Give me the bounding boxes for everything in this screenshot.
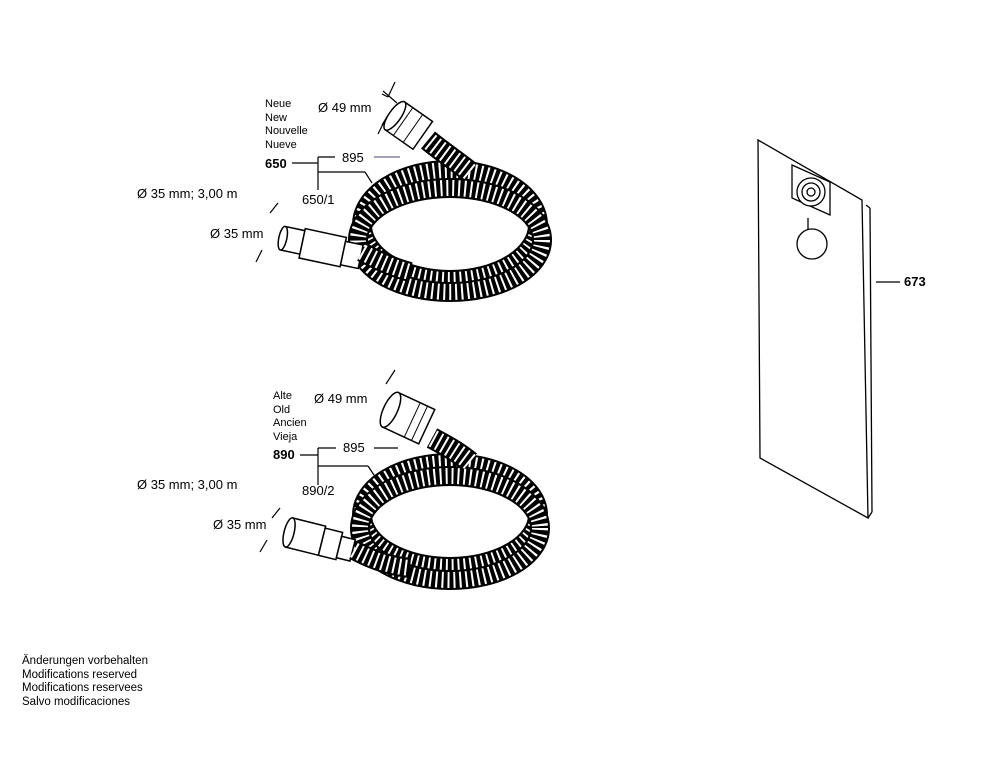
diameter-end-label: Ø 49 mm [318, 100, 372, 115]
part-number-650-1: 650/1 [302, 192, 335, 207]
lang-label-line: Nouvelle [265, 125, 308, 137]
callouts-650 [255, 81, 400, 263]
diameter-length-label: Ø 35 mm; 3,00 m [137, 477, 238, 492]
lang-label-line: Ancien [273, 417, 307, 429]
modifications-note: Änderungen vorbehalten Modifications res… [22, 655, 148, 709]
lang-label-old: Alte Old Ancien Vieja [273, 390, 307, 444]
footer-line: Änderungen vorbehalten [22, 655, 148, 667]
part-number-673: 673 [904, 274, 926, 289]
footer-line: Salvo modificaciones [22, 695, 131, 708]
diameter-start-label: Ø 35 mm [213, 517, 267, 532]
part-number-895-top: 895 [342, 150, 364, 165]
hose-650-icon [277, 100, 552, 302]
diameter-start-label: Ø 35 mm [210, 226, 264, 241]
lang-label-new: Neue New Nouvelle Nueve [265, 98, 308, 152]
part-number-890: 890 [273, 447, 295, 462]
lang-label-line: Old [273, 403, 291, 416]
part-number-890-2: 890/2 [302, 483, 335, 498]
footer-line: Modifications reserved [22, 668, 138, 681]
filter-bag-icon [757, 138, 900, 520]
part-number-895-bottom: 895 [343, 440, 365, 455]
diameter-end-label: Ø 49 mm [314, 391, 368, 406]
footer-line: Modifications reservees [22, 682, 143, 694]
lang-label-line: Alte [273, 390, 292, 402]
diameter-length-label: Ø 35 mm; 3,00 m [137, 186, 238, 201]
lang-label-line: Vieja [273, 430, 298, 443]
lang-label-line: New [265, 111, 288, 124]
hose-890-icon [282, 391, 550, 590]
callouts-890 [259, 369, 398, 553]
lang-label-line: Neue [265, 98, 292, 110]
lang-label-line: Nueve [265, 138, 297, 151]
part-number-650: 650 [265, 156, 287, 171]
